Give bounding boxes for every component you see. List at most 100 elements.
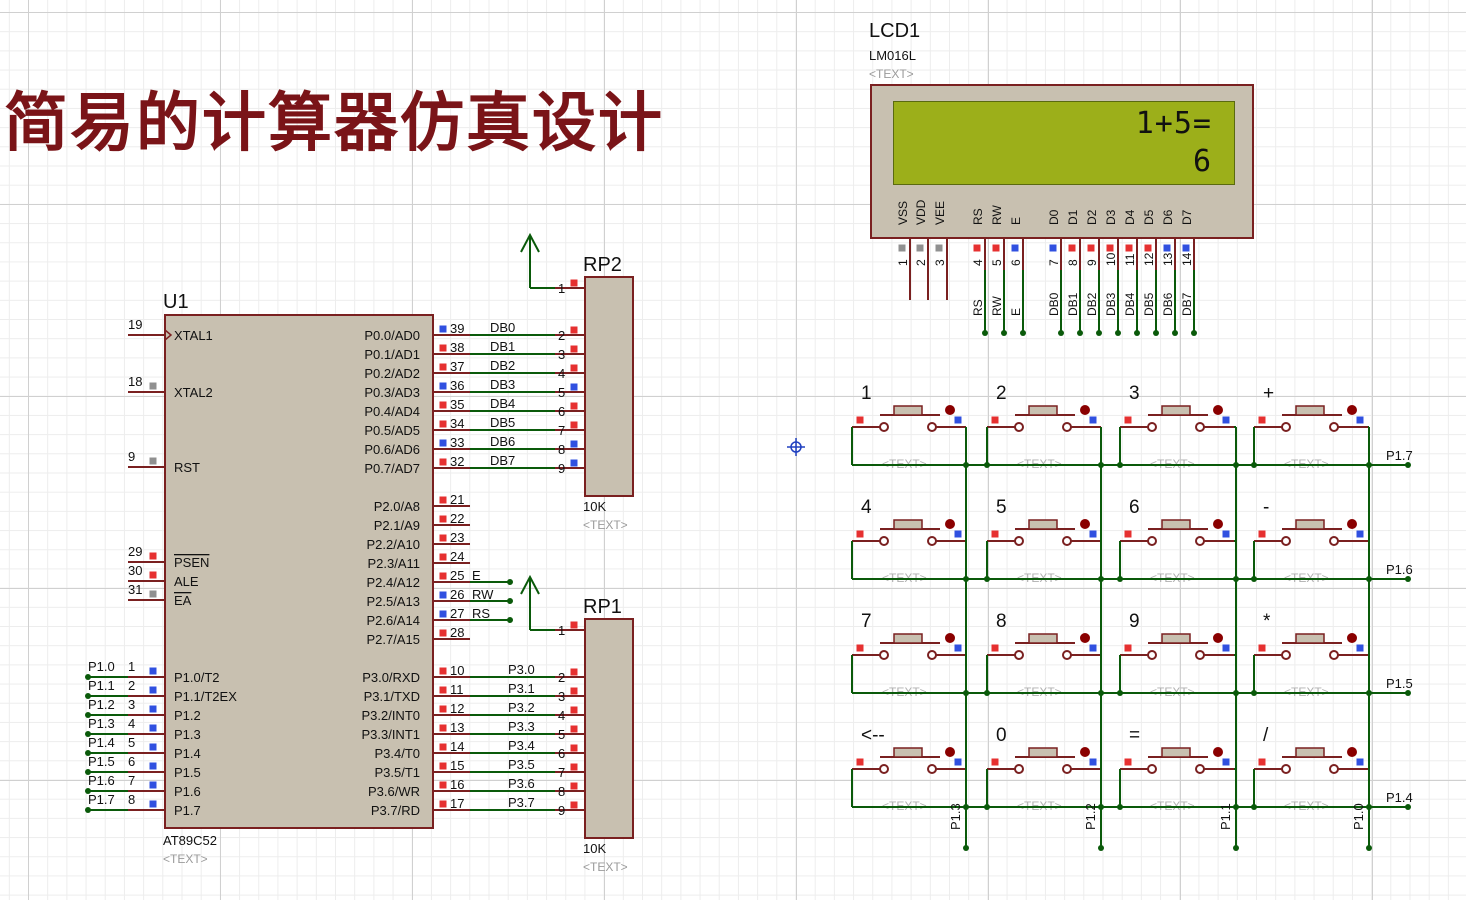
respack-pin-state <box>570 364 578 372</box>
net-label: P3.4 <box>508 738 535 753</box>
button-contact <box>1195 536 1205 546</box>
keypad-key-label: / <box>1263 725 1269 746</box>
u1-pin-name: PSEN <box>174 555 209 570</box>
junction-dot <box>984 690 990 696</box>
u1-pin-name: XTAL1 <box>174 328 213 343</box>
button-contact <box>1329 422 1339 432</box>
u1-pin-state <box>439 325 447 333</box>
net-label: P3.5 <box>508 757 535 772</box>
u1-pin-number: 23 <box>450 530 464 545</box>
respack-pin-number: 4 <box>558 366 565 381</box>
lcd-ref: LCD1 <box>869 20 920 42</box>
rp2-text: <TEXT> <box>583 518 628 532</box>
button-pin-state <box>1089 644 1097 652</box>
lcd-pin-number: 5 <box>990 259 1004 266</box>
power-arrow-icon <box>520 574 540 595</box>
button-cap <box>893 519 923 530</box>
u1-pin-name: P0.4/AD4 <box>364 404 420 419</box>
u1-pin-state <box>439 534 447 542</box>
respack-pin-state <box>570 279 578 287</box>
u1-pin-name: P2.6/A14 <box>367 613 421 628</box>
u1-pin-number: 34 <box>450 416 464 431</box>
u1-net-label: P1.6 <box>88 773 115 788</box>
rp2-value: 10K <box>583 499 606 514</box>
junction-dot <box>1251 690 1257 696</box>
net-terminal <box>85 712 91 718</box>
lcd-line-1: 1+5= <box>1135 106 1212 141</box>
net-terminal <box>1020 330 1026 336</box>
respack-pin-number: 9 <box>558 461 565 476</box>
u1-pin-state <box>439 363 447 371</box>
button-pin-state <box>1222 530 1230 538</box>
u1-pin-state <box>439 762 447 770</box>
u1-pin-name: RST <box>174 460 200 475</box>
lcd-pin-number: 13 <box>1161 252 1175 266</box>
u1-pin-state <box>149 743 157 751</box>
lcd-pin-number: 6 <box>1009 259 1023 266</box>
button-contact <box>1195 422 1205 432</box>
u1-pin-number: 15 <box>450 758 464 773</box>
u1-pin-state <box>439 800 447 808</box>
rp2-ref: RP2 <box>583 254 622 276</box>
button-pin-state <box>1356 416 1364 424</box>
button-cap <box>1295 519 1325 530</box>
u1-pin-number: 5 <box>128 735 135 750</box>
junction-dot <box>1233 804 1239 810</box>
lcd-net-label: DB4 <box>1123 292 1137 316</box>
page-title: 简易的计算器仿真设计 <box>4 86 664 161</box>
net-label: DB7 <box>490 453 515 468</box>
button-pin-state <box>954 530 962 538</box>
net-label: DB2 <box>490 358 515 373</box>
lcd-pin-number: 10 <box>1104 252 1118 266</box>
junction-dot <box>963 462 969 468</box>
net-label: P3.0 <box>508 662 535 677</box>
lcd-pin-name: RW <box>990 205 1004 225</box>
junction-dot <box>1233 462 1239 468</box>
junction-dot <box>1366 462 1372 468</box>
button-contact <box>1281 422 1291 432</box>
lcd-pin-number: 9 <box>1085 259 1099 266</box>
junction-dot <box>1233 690 1239 696</box>
lcd-pin-number: 2 <box>914 259 928 266</box>
lcd-pin-state <box>1087 244 1095 252</box>
button-pin-state <box>856 758 864 766</box>
button-pin-state <box>1089 530 1097 538</box>
button-state-icon <box>1347 519 1357 529</box>
button-cap <box>893 747 923 758</box>
button-contact <box>1329 650 1339 660</box>
u1-pin-name: P3.3/INT1 <box>361 727 420 742</box>
button-cap <box>1028 747 1058 758</box>
net-label: P3.3 <box>508 719 535 734</box>
lcd-net-label: DB7 <box>1180 292 1194 316</box>
rp1-value: 10K <box>583 841 606 856</box>
button-pin-state <box>1124 758 1132 766</box>
lcd-pin-number: 11 <box>1123 253 1137 266</box>
junction-dot <box>1098 804 1104 810</box>
u1-pin-number: 33 <box>450 435 464 450</box>
u1-pin-name: P2.3/A11 <box>367 556 420 571</box>
lcd-pin-number: 4 <box>971 259 985 266</box>
u1-pin-state <box>439 382 447 390</box>
u1-pin-name: P1.2 <box>174 708 201 723</box>
lcd-pin-name: VSS <box>896 201 910 225</box>
u1-pin-state <box>439 743 447 751</box>
button-state-icon <box>1080 405 1090 415</box>
respack-pin-number: 3 <box>558 689 565 704</box>
net-terminal <box>1405 576 1411 582</box>
respack-pin-state <box>570 621 578 629</box>
u1-pin-number: 36 <box>450 378 464 393</box>
button-pin-state <box>1356 758 1364 766</box>
button-pin-state <box>856 530 864 538</box>
u1-pin-number: 39 <box>450 321 464 336</box>
u1-pin-name: P0.3/AD3 <box>364 385 420 400</box>
u1-pin-name: P0.6/AD6 <box>364 442 420 457</box>
button-contact <box>1281 536 1291 546</box>
button-cap <box>893 405 923 416</box>
u1-pin-name: P0.0/AD0 <box>364 328 420 343</box>
u1-pin-state <box>439 458 447 466</box>
button-state-icon <box>945 405 955 415</box>
net-label: P3.7 <box>508 795 535 810</box>
net-label: E <box>472 568 481 583</box>
u1-net-label: P1.2 <box>88 697 115 712</box>
